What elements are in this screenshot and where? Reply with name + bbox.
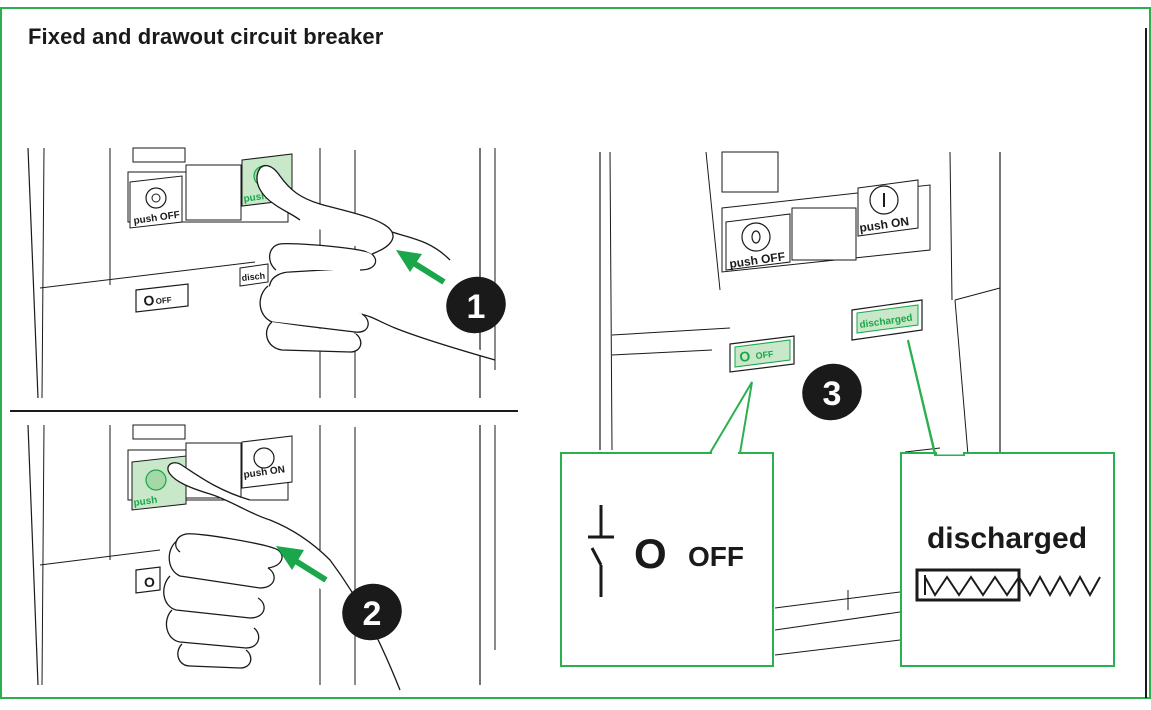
discharged-indicator: discharged [851,299,923,341]
off-indicator: O OFF [135,283,189,313]
push-off-button: push OFF [725,213,791,271]
panel-step-3: push OFF push ON O OFF discharged 3 [560,151,1115,667]
svg-text:O: O [143,292,156,309]
callout-off: O OFF [560,381,774,667]
svg-text:O: O [738,348,751,365]
open-switch-icon [588,505,614,597]
svg-text:push ON: push ON [858,214,909,235]
off-indicator: O OFF [729,335,795,373]
step-badge-3: 3 [802,363,862,421]
push-arrow-1 [396,250,446,285]
svg-text:disch: disch [241,271,265,283]
callout-off-symbol: O [634,530,667,577]
off-indicator-partial: O [135,566,161,594]
panel-step-2: push push ON O 2 [27,424,496,691]
step-badge-2: 2 [342,583,402,641]
svg-text:2: 2 [363,595,382,633]
svg-text:1: 1 [467,288,486,326]
push-off-button: push OFF [129,175,183,229]
push-on-button: push ON [857,179,919,237]
push-on-button: push ON [241,435,293,489]
callout-discharged: discharged [900,339,1115,667]
svg-text:3: 3 [823,375,842,413]
panel-step-1: push OFF push O OFF disch [27,147,506,399]
push-arrow-2 [276,546,328,583]
callout-off-label: OFF [688,541,744,572]
svg-text:O: O [144,574,155,590]
hand-icon [256,165,496,361]
step-badge-1: 1 [446,276,506,334]
hand-icon [163,462,401,691]
callout-discharged-label: discharged [927,522,1087,555]
push-on-label-partial: push [243,191,268,205]
svg-text:push: push [133,495,158,509]
page-title: Fixed and drawout circuit breaker [28,24,384,49]
svg-text:OFF: OFF [155,295,172,306]
outer-border [0,7,1151,699]
svg-text:OFF: OFF [755,349,775,361]
discharged-spring-icon [915,568,1101,602]
spring-indicator-partial: disch [239,263,269,287]
